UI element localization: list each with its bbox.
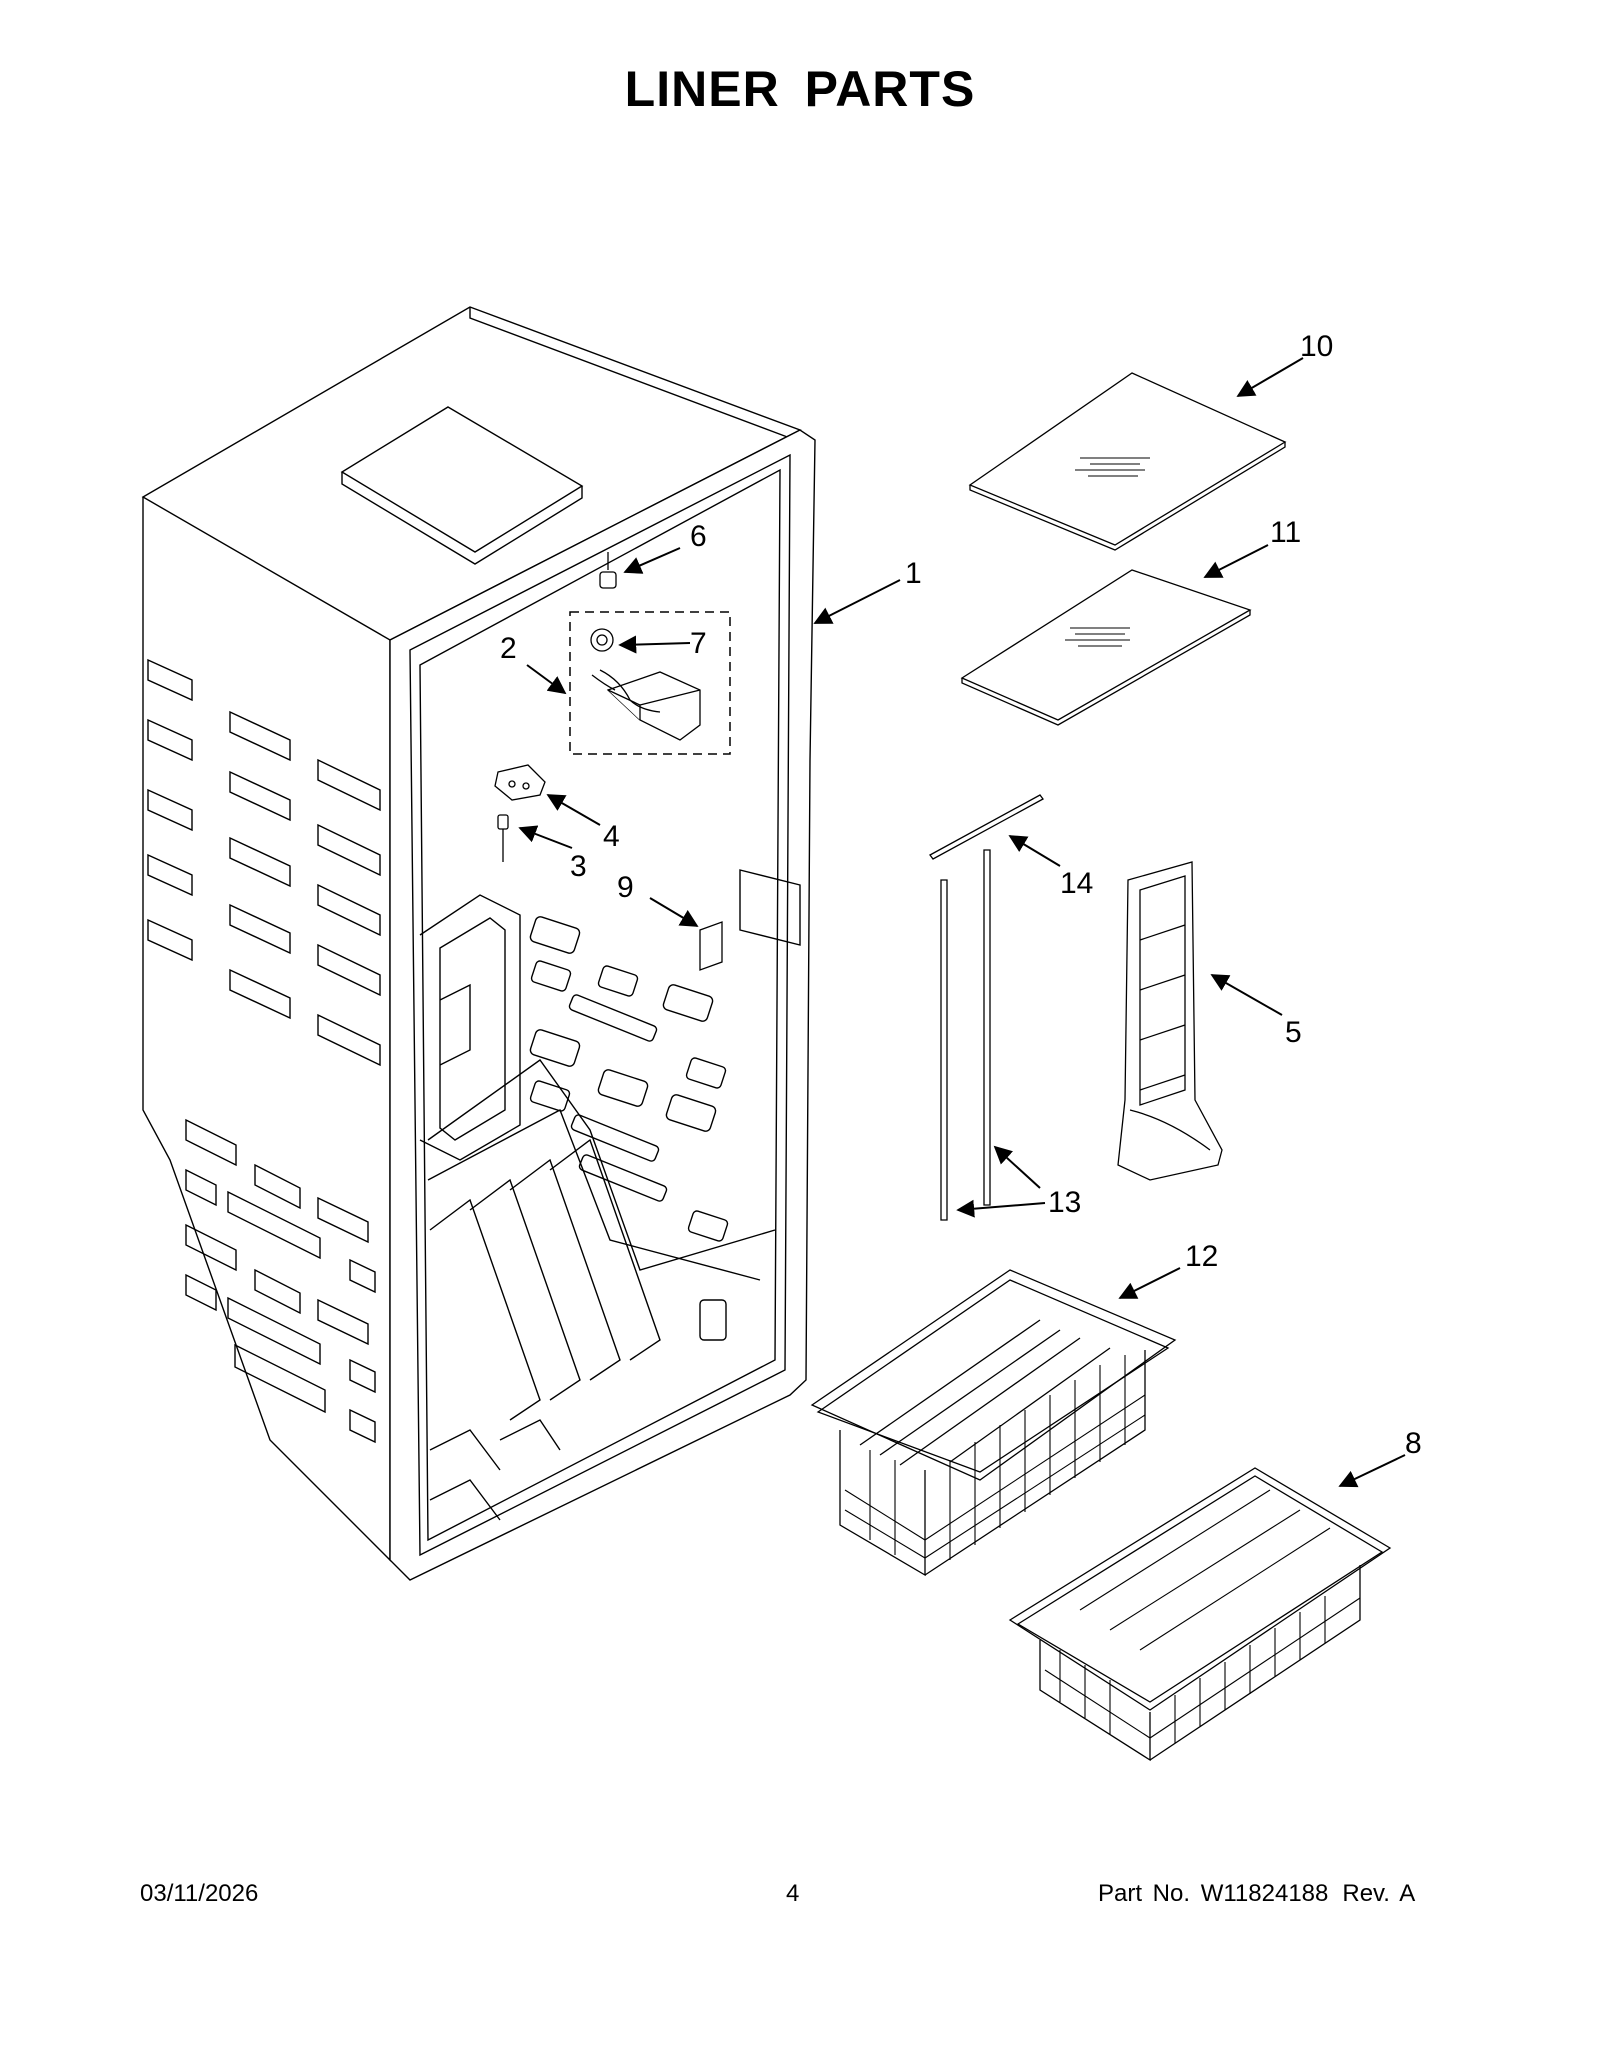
leader-arrows	[518, 357, 1406, 1488]
arrow-14	[1008, 835, 1061, 867]
part-2-dashed-box	[569, 611, 731, 755]
arrow-6	[623, 547, 681, 574]
arrow-4	[546, 794, 601, 826]
liner-part-1	[141, 306, 816, 1581]
arrow-7	[618, 635, 691, 654]
callout-labels: 1 2 3 4 5 6 7 8 9 10 11 12 13 14	[500, 330, 1422, 1460]
basket-part-12	[810, 1269, 1177, 1577]
footer-date: 03/11/2026	[140, 1880, 259, 1907]
arrow-9	[649, 897, 699, 927]
callout-10: 10	[1300, 330, 1333, 363]
callout-1: 1	[905, 557, 922, 590]
callout-8: 8	[1405, 1427, 1422, 1460]
footer-page-number: 4	[786, 1880, 800, 1907]
shelf-part-11	[960, 569, 1252, 726]
callout-4: 4	[603, 820, 620, 853]
callout-13: 13	[1048, 1186, 1081, 1219]
callout-9: 9	[617, 871, 634, 904]
arrow-12	[1118, 1267, 1181, 1299]
strips-part-13	[940, 849, 991, 1221]
arrow-1	[813, 579, 901, 624]
arrow-13b	[956, 1199, 1046, 1218]
part-9	[699, 921, 723, 971]
callout-6: 6	[690, 520, 707, 553]
callout-3: 3	[570, 850, 587, 883]
callout-5: 5	[1285, 1016, 1302, 1049]
part-number: W11824188	[1200, 1880, 1329, 1907]
basket-part-8	[1008, 1467, 1392, 1762]
part-6	[599, 552, 617, 589]
air-tower-part-5	[1117, 861, 1223, 1181]
arrow-5	[1210, 974, 1283, 1016]
callout-7: 7	[690, 627, 707, 660]
arrow-10	[1236, 357, 1304, 397]
side-wall-pockets	[147, 658, 381, 1444]
revision: Rev. A	[1342, 1880, 1416, 1907]
arrow-3	[518, 825, 573, 849]
callout-12: 12	[1185, 1240, 1218, 1273]
callout-2: 2	[500, 632, 517, 665]
arrow-13a	[993, 1145, 1041, 1189]
ice-maker-part-7	[590, 628, 701, 741]
part-4	[494, 764, 546, 801]
part-number-label: Part No.	[1098, 1880, 1191, 1907]
footer-part-info: Part No. W11824188 Rev. A	[1098, 1880, 1415, 1908]
callout-14: 14	[1060, 867, 1093, 900]
page-title: LINER PARTS	[624, 61, 976, 117]
strip-part-14	[929, 794, 1044, 860]
arrow-2	[526, 664, 567, 695]
part-3	[497, 814, 509, 862]
arrow-8	[1338, 1454, 1406, 1488]
callout-11: 11	[1270, 516, 1301, 549]
shelf-part-10	[968, 372, 1287, 551]
arrow-11	[1203, 544, 1269, 578]
